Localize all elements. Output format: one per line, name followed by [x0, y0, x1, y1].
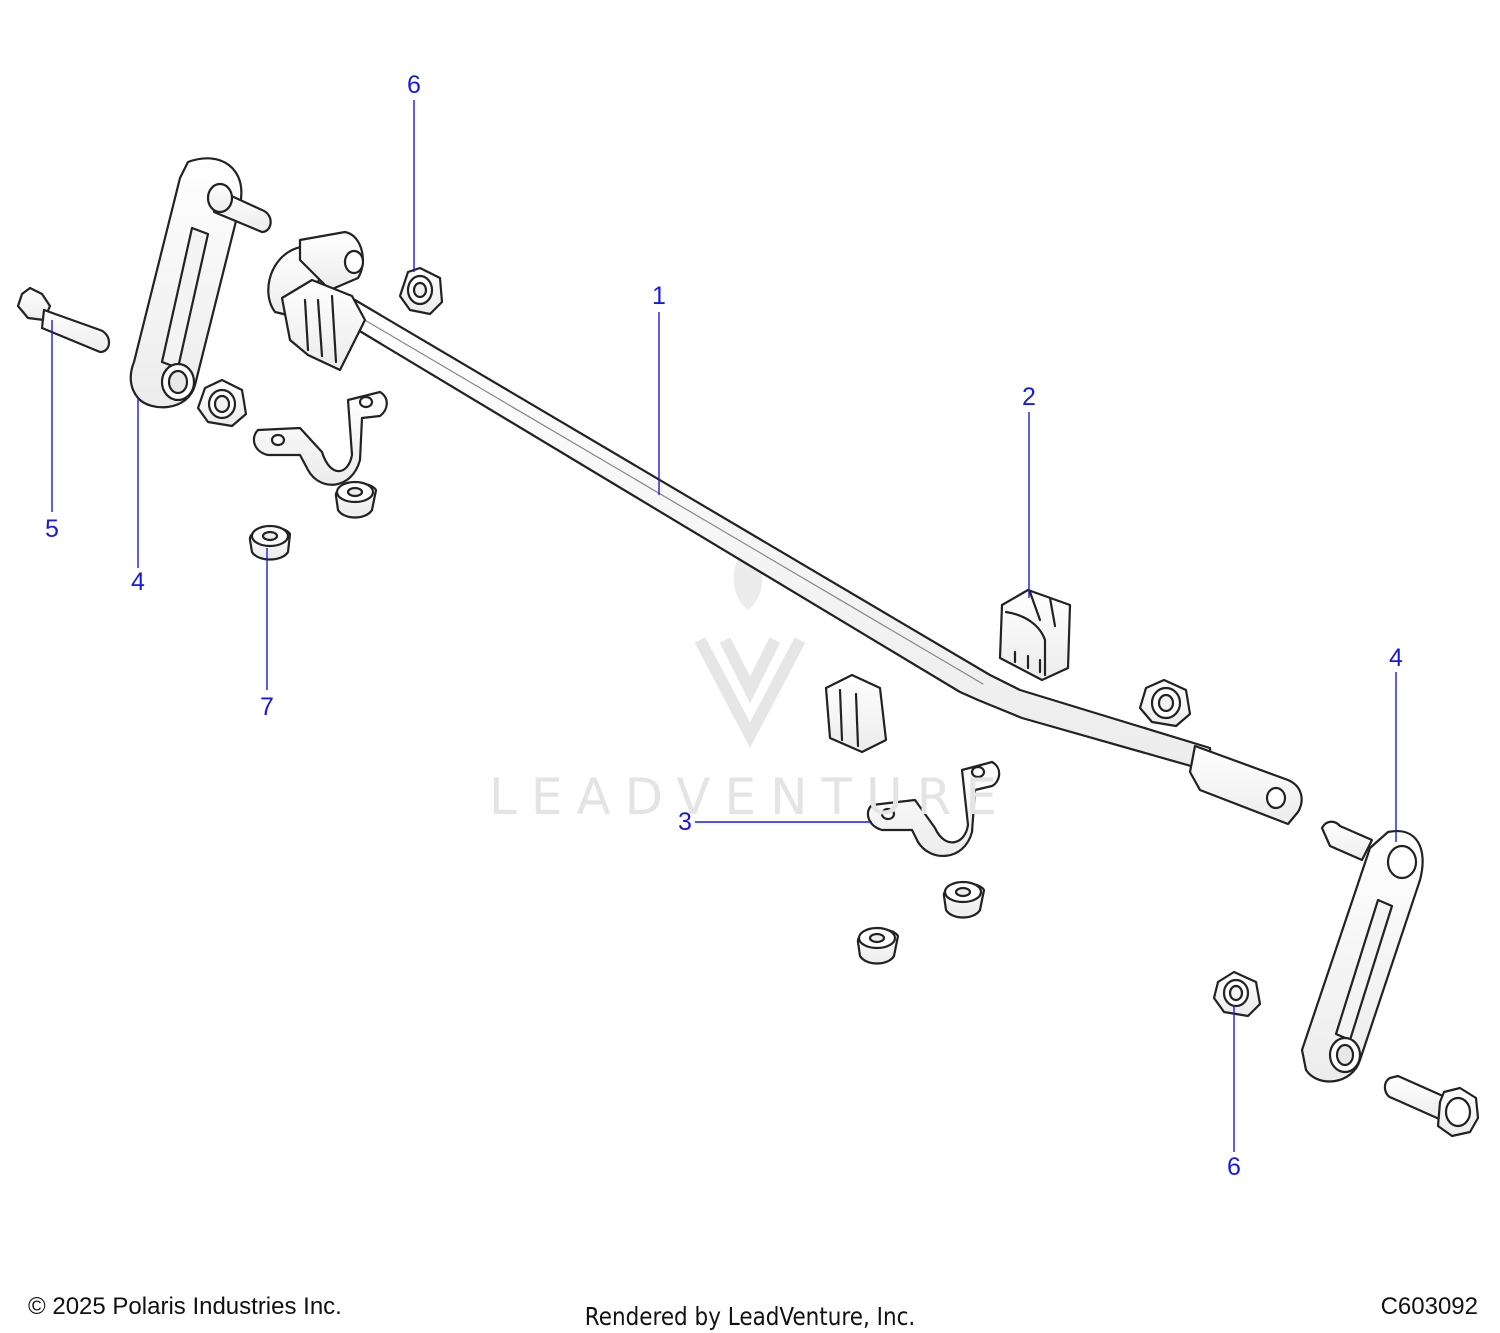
bushing-left: [280, 278, 367, 372]
nut-left: [196, 378, 248, 428]
callout-7: 7: [260, 693, 274, 721]
bushing-center: [824, 673, 888, 754]
callout-5: 5: [45, 515, 59, 543]
flange-nut-a: [248, 524, 292, 561]
flange-nut-c: [942, 880, 986, 919]
bushing-2: [998, 588, 1072, 682]
callout-2: 2: [1022, 383, 1036, 411]
bolt-right: [1383, 1074, 1480, 1138]
bolt-left: [16, 286, 111, 354]
end-link-left: [129, 157, 272, 409]
flange-nut-b: [334, 480, 378, 519]
rendered-by-text: Rendered by LeadVenture, Inc.: [584, 1302, 916, 1331]
watermark-text: LEADVENTURE: [489, 768, 1011, 826]
nut-top: [398, 266, 444, 316]
stabilizer-bar: [267, 230, 1303, 826]
callout-3: 3: [678, 808, 692, 836]
nut-center: [1138, 678, 1192, 728]
leader-lines: [51, 100, 1397, 1152]
copyright-text: © 2025 Polaris Industries Inc.: [28, 1293, 342, 1320]
end-link-right: [1300, 820, 1424, 1083]
nut-bottom: [1212, 970, 1262, 1018]
callout-1: 1: [652, 282, 666, 310]
clamp-bracket-upper: [252, 390, 388, 486]
clamp-bracket-lower: [866, 760, 1001, 857]
callout-4-right: 4: [1389, 644, 1403, 672]
callout-6-bottom: 6: [1227, 1153, 1241, 1181]
callout-4-left: 4: [131, 568, 145, 596]
diagram-code: C603092: [1380, 1293, 1478, 1320]
callout-6-top: 6: [407, 71, 421, 99]
flange-nut-d: [856, 926, 900, 965]
